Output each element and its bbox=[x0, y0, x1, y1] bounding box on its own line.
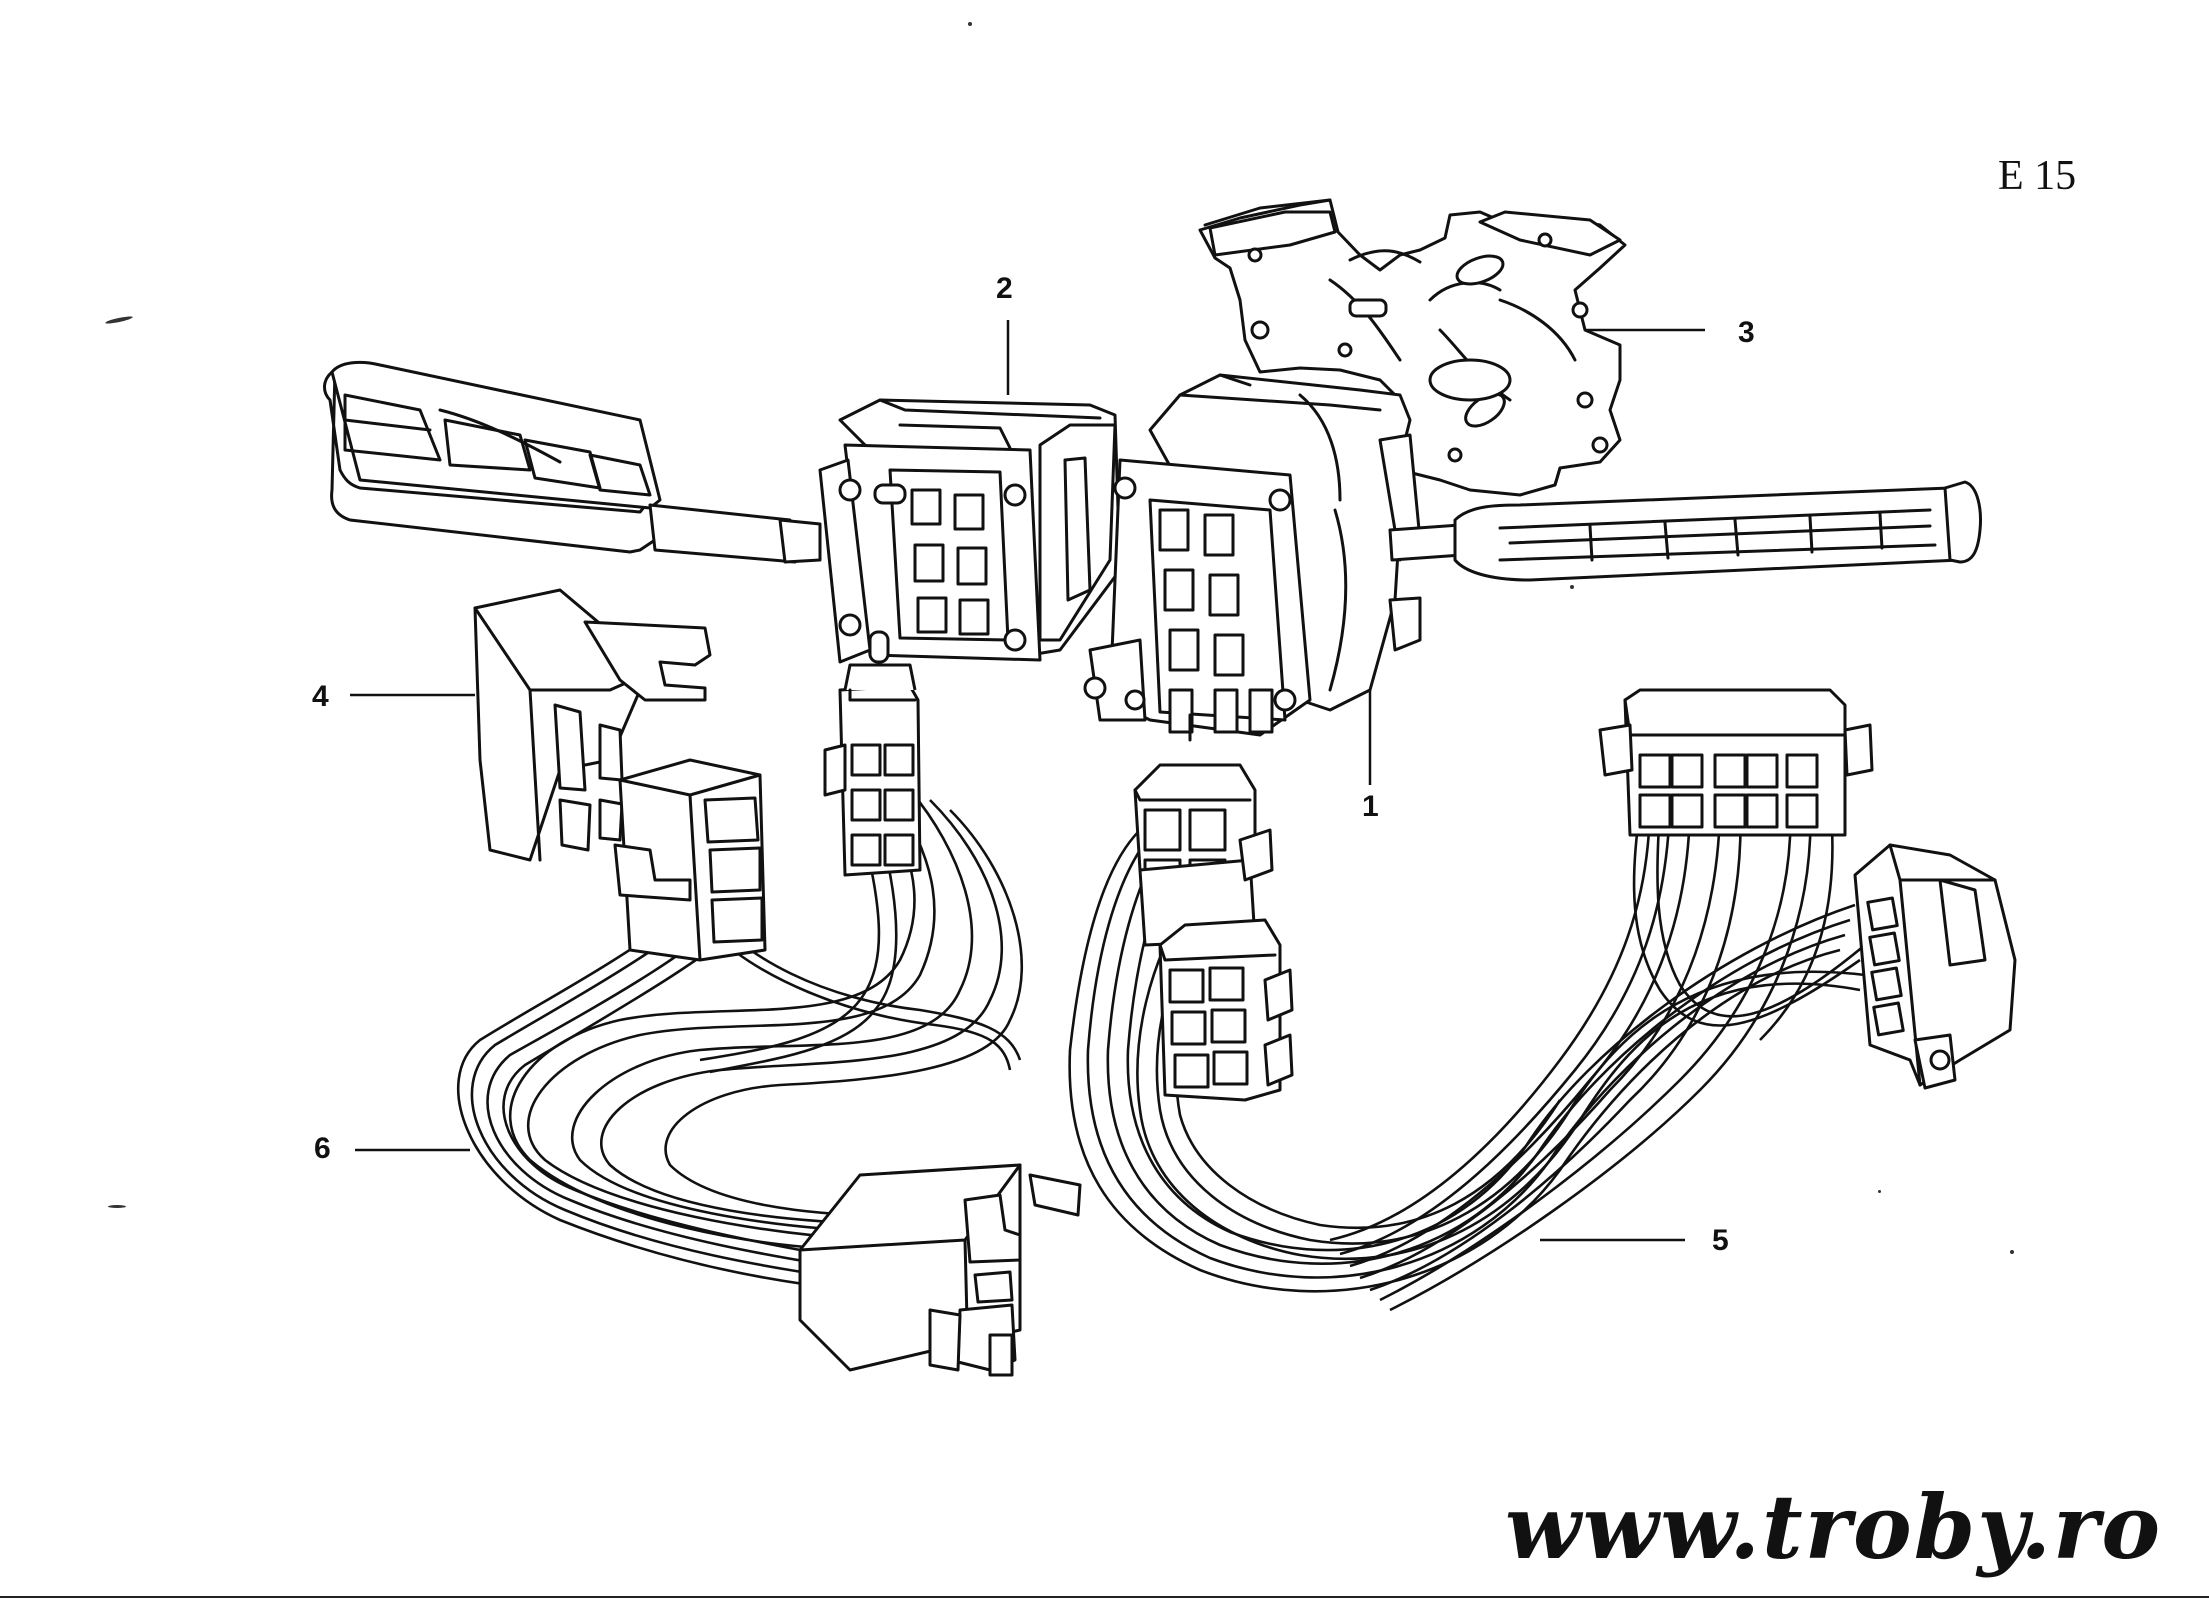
right-stalk-lever bbox=[1388, 480, 1982, 582]
callout-1: 1 bbox=[1362, 790, 1379, 823]
harness-5-wire-bundle bbox=[1068, 799, 1866, 1312]
part-2-left-switch bbox=[818, 398, 1122, 664]
page-code: E 15 bbox=[1998, 153, 2077, 199]
callout-3: 3 bbox=[1738, 316, 1755, 349]
left-stalk-lever bbox=[323, 360, 822, 564]
callout-leader-lines bbox=[350, 320, 1705, 1242]
part-1-right-switch bbox=[1083, 373, 1422, 742]
scan-speck bbox=[108, 1205, 126, 1208]
callout-6: 6 bbox=[314, 1132, 331, 1165]
part-4-relay bbox=[473, 588, 712, 862]
part-5-wiring-harness bbox=[1068, 688, 2017, 1312]
watermark-url: www.troby.ro bbox=[1505, 1475, 2163, 1579]
scan-speck bbox=[1878, 1190, 1881, 1193]
scan-speck bbox=[2010, 1250, 2014, 1254]
scan-speck bbox=[968, 22, 972, 26]
harness-6-wire-bundle bbox=[456, 789, 1024, 1292]
scan-speck bbox=[1570, 585, 1574, 589]
part-6-wiring-harness bbox=[456, 663, 1082, 1377]
callout-5: 5 bbox=[1712, 1224, 1729, 1257]
callout-4: 4 bbox=[312, 680, 329, 713]
callout-2: 2 bbox=[996, 272, 1013, 305]
part-3-mounting-bracket bbox=[1198, 198, 1627, 497]
